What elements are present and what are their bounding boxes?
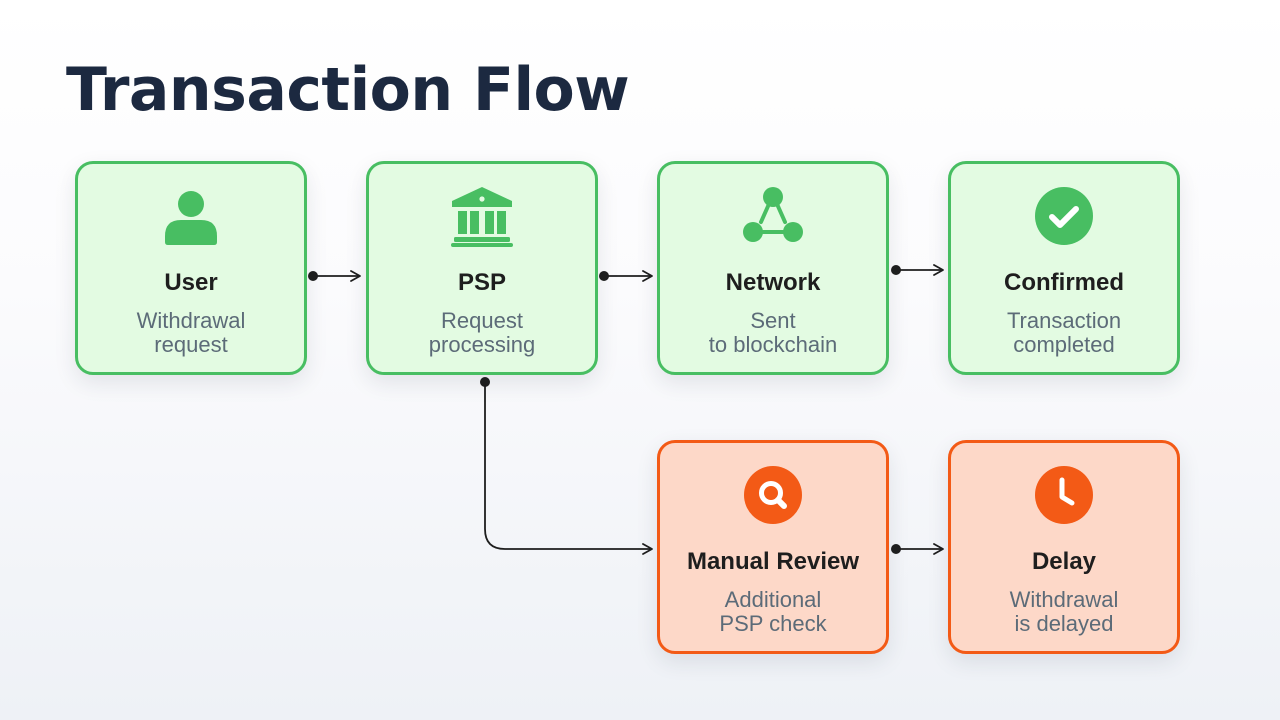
node-confirmed: Confirmed Transaction completed: [948, 161, 1180, 375]
node-user-description: Withdrawal request: [78, 309, 304, 357]
node-confirmed-line: completed: [1013, 332, 1115, 357]
clock-icon: [1035, 466, 1093, 524]
node-delay: Delay Withdrawal is delayed: [948, 440, 1180, 654]
node-delay-title: Delay: [1031, 548, 1097, 575]
node-psp: PSP Request processing: [366, 161, 598, 375]
node-network-title: Network: [725, 269, 821, 296]
node-manual-review-description: Additional PSP check: [660, 588, 886, 636]
check-circle-icon: [1035, 187, 1093, 245]
node-manual-review-line: PSP check: [719, 611, 827, 636]
node-delay-description: Withdrawal is delayed: [951, 588, 1177, 636]
edge-network-confirmed: [891, 264, 944, 276]
node-network: Network Sent to blockchain: [657, 161, 889, 375]
node-user: User Withdrawal request: [75, 161, 307, 375]
bank-icon: [451, 187, 513, 247]
search-circle-icon: [744, 466, 802, 524]
node-delay-line: is delayed: [1014, 611, 1114, 636]
node-manual-review: Manual Review Additional PSP check: [657, 440, 889, 654]
edge-manual-review-delay: [891, 543, 944, 555]
node-confirmed-description: Transaction completed: [951, 309, 1177, 357]
node-network-line: Sent: [750, 308, 796, 333]
node-manual-review-title: Manual Review: [686, 548, 860, 575]
node-psp-line: processing: [428, 332, 536, 357]
node-confirmed-line: Transaction: [1006, 308, 1122, 333]
node-network-description: Sent to blockchain: [660, 309, 886, 357]
node-psp-title: PSP: [457, 269, 507, 296]
node-delay-line: Withdrawal: [1009, 587, 1119, 612]
node-confirmed-title: Confirmed: [1004, 269, 1124, 296]
node-psp-line: Request: [441, 308, 523, 333]
network-nodes-icon: [743, 187, 803, 242]
node-network-line: to blockchain: [708, 332, 838, 357]
node-user-title: User: [164, 269, 218, 296]
node-user-line: Withdrawal: [136, 308, 246, 333]
node-user-line: request: [154, 332, 228, 357]
page-title: Transaction Flow: [66, 55, 630, 125]
edge-psp-manual-review: [480, 377, 653, 555]
user-icon: [165, 191, 217, 245]
edge-psp-network: [599, 270, 653, 282]
node-psp-description: Request processing: [369, 309, 595, 357]
edge-user-psp: [308, 270, 361, 282]
node-manual-review-line: Additional: [724, 587, 822, 612]
